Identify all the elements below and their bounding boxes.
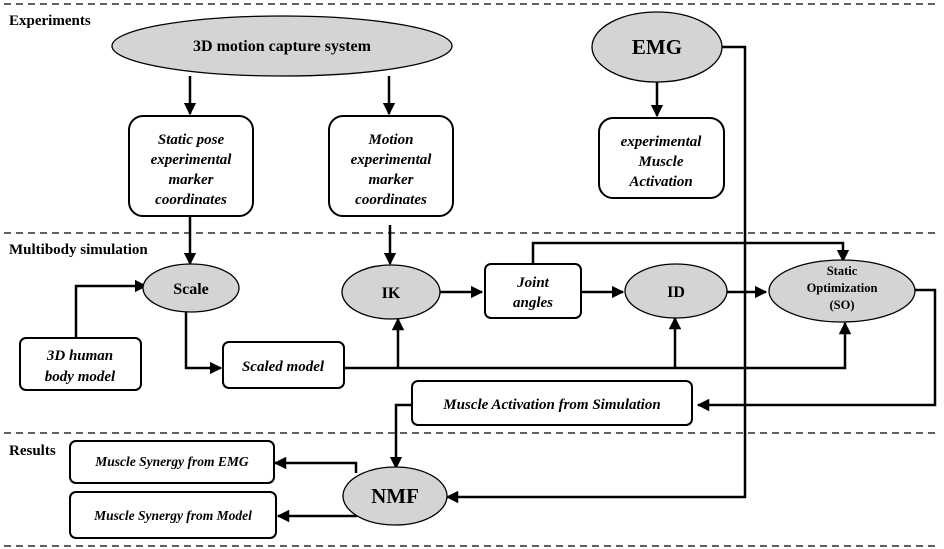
node-emg: EMG <box>591 11 723 83</box>
node-synergy-emg-label: Muscle Synergy from EMG <box>94 454 249 469</box>
arrow-emg-nmf <box>445 45 747 504</box>
node-static-pose-line4: coordinates <box>155 192 227 208</box>
node-synergy-model: Muscle Synergy from Model <box>69 491 277 539</box>
node-nmf: NMF <box>342 466 448 526</box>
node-exp-activation-line1: experimental <box>621 134 703 150</box>
node-mocap: 3D motion capture system <box>111 15 453 77</box>
node-joint-line1: Joint <box>516 275 550 291</box>
arrow-human-scale <box>74 279 148 338</box>
node-ik-label: IK <box>382 285 401 302</box>
node-scaled-model: Scaled model <box>222 341 345 389</box>
node-emg-label: EMG <box>632 35 682 59</box>
node-mocap-label: 3D motion capture system <box>193 38 372 55</box>
node-human-line2: body model <box>45 369 116 385</box>
node-experimental-activation: experimental Muscle Activation <box>598 117 725 199</box>
node-scaled-model-label: Scaled model <box>242 359 325 375</box>
section-results: Results <box>9 443 56 459</box>
node-id: ID <box>624 263 728 319</box>
node-human-line1: 3D human <box>46 348 113 364</box>
node-joint-angles: Joint angles <box>484 263 582 319</box>
node-synergy-model-label: Muscle Synergy from Model <box>93 508 252 523</box>
node-joint-line2: angles <box>513 295 553 311</box>
node-motion-line2: experimental <box>351 152 433 168</box>
arrow-nmf-syn-emg <box>273 456 358 473</box>
node-motion-line4: coordinates <box>355 192 427 208</box>
node-sim-activation-label: Muscle Activation from Simulation <box>442 397 660 413</box>
node-so-line2: Optimization <box>807 281 878 295</box>
node-static-optimization: Static Optimization (SO) <box>768 259 916 323</box>
node-human-body-model: 3D human body model <box>19 337 142 391</box>
node-motion-line3: marker <box>369 172 414 188</box>
arrow-so-simactivation <box>696 288 937 412</box>
node-id-label: ID <box>667 284 685 301</box>
node-so-line3: (SO) <box>830 298 855 312</box>
arrow-simactivation-nmf <box>389 403 412 470</box>
node-so-line1: Static <box>827 264 858 278</box>
node-scale-label: Scale <box>173 281 209 298</box>
arrow-joint-so <box>531 241 850 264</box>
node-motion-markers: Motion experimental marker coordinates <box>328 115 454 217</box>
node-exp-activation-line2: Muscle <box>638 154 684 170</box>
node-exp-activation-line3: Activation <box>628 174 692 190</box>
node-scale: Scale <box>142 263 240 313</box>
node-static-pose-line3: marker <box>169 172 214 188</box>
node-static-pose-line2: experimental <box>151 152 233 168</box>
node-nmf-label: NMF <box>371 484 419 508</box>
node-synergy-emg: Muscle Synergy from EMG <box>69 440 275 484</box>
section-experiments: Experiments <box>9 13 91 29</box>
node-motion-line1: Motion <box>367 132 413 148</box>
arrow-scale-scaledmodel <box>184 312 223 375</box>
section-multibody-simulation: Multibody simulation <box>9 242 148 258</box>
arrow-nmf-syn-model <box>276 508 358 523</box>
node-static-pose-line1: Static pose <box>158 132 225 148</box>
node-sim-activation: Muscle Activation from Simulation <box>411 380 693 426</box>
arrow-scaledmodel-so <box>344 321 852 370</box>
node-static-pose: Static pose experimental marker coordina… <box>128 115 254 217</box>
node-ik: IK <box>341 264 441 320</box>
